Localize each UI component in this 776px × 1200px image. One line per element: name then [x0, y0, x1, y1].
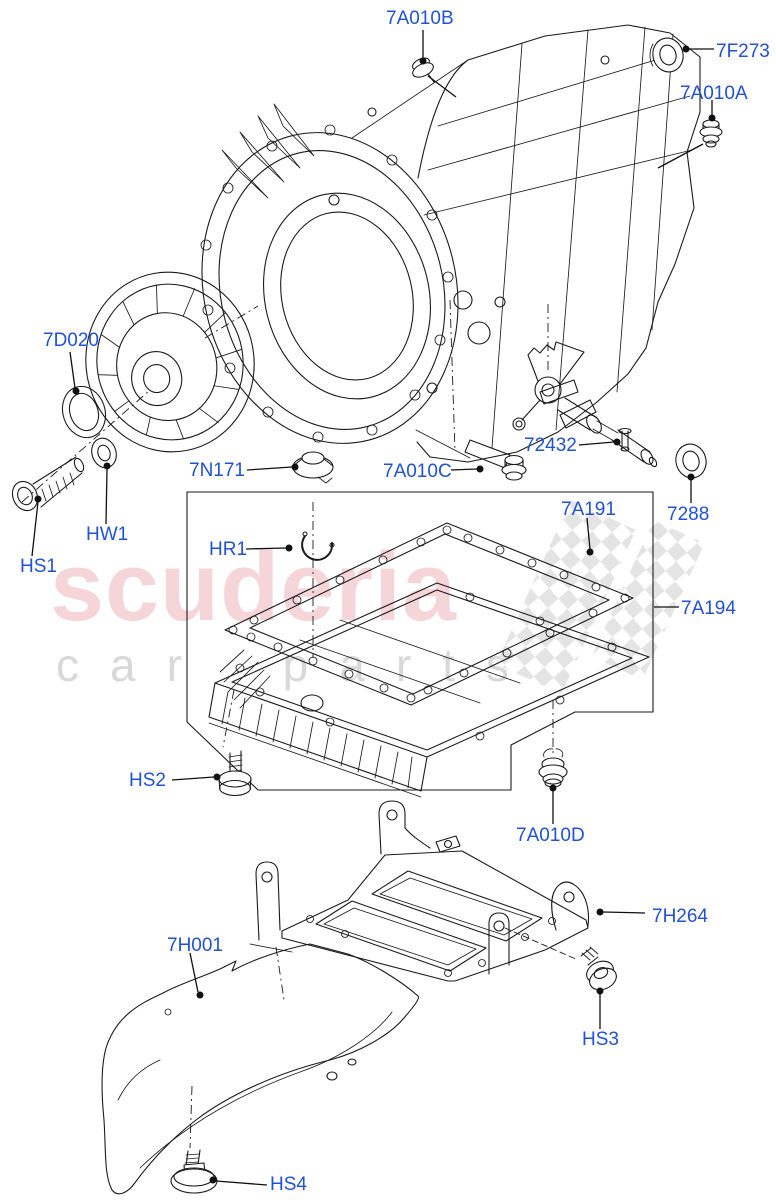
- part-label-72432[interactable]: 72432: [524, 435, 577, 456]
- seal-7d020: [61, 385, 107, 439]
- bolt-hs4: [170, 1149, 218, 1194]
- alignment-lines: [21, 299, 554, 1149]
- part-label-7a010c[interactable]: 7A010C: [383, 461, 452, 482]
- seal-7288: [675, 443, 707, 479]
- bolt-hs1: [11, 456, 85, 512]
- watermark-brand: scuderia: [50, 532, 457, 641]
- plug-7a010c: [501, 454, 527, 481]
- part-label-7a194[interactable]: 7A194: [681, 598, 736, 619]
- part-label-7288[interactable]: 7288: [667, 504, 710, 525]
- part-label-hs3[interactable]: HS3: [582, 1029, 619, 1050]
- checkered-flag-watermark: [495, 500, 705, 694]
- bell-housing-illustration: [200, 103, 459, 444]
- gasket-7a191: [224, 522, 634, 706]
- seal-7f273: [649, 37, 684, 73]
- part-label-7a191[interactable]: 7A191: [561, 499, 616, 520]
- bolt-hs3: [580, 946, 617, 991]
- part-label-7a010a[interactable]: 7A010A: [680, 83, 748, 104]
- part-label-7h001[interactable]: 7H001: [167, 935, 223, 956]
- part-label-7n171[interactable]: 7N171: [189, 460, 245, 481]
- selector-lever-shaft-illustration: [512, 341, 658, 468]
- heat-shield-7h001: [101, 943, 420, 1195]
- part-label-hw1[interactable]: HW1: [86, 524, 129, 545]
- pin-72432: [618, 427, 632, 452]
- part-label-hr1[interactable]: HR1: [209, 539, 248, 560]
- part-label-hs4[interactable]: HS4: [270, 1174, 307, 1195]
- part-label-hs2[interactable]: HS2: [129, 770, 166, 791]
- pan-kit-box: [186, 491, 654, 791]
- oil-pan-7a194: [208, 582, 650, 798]
- gearbox-case-illustration: [328, 24, 701, 469]
- part-label-hs1[interactable]: HS1: [20, 556, 57, 577]
- snap-ring-hr1: [301, 531, 335, 561]
- plug-7a010a: [699, 119, 723, 148]
- part-label-7h264[interactable]: 7H264: [652, 906, 708, 927]
- torque-converter-illustration: [85, 271, 255, 453]
- plug-7a010d: [538, 748, 568, 788]
- part-label-7a010d[interactable]: 7A010D: [516, 825, 585, 846]
- seal-7n171: [292, 451, 334, 484]
- watermark-subtitle: car parts: [56, 639, 540, 691]
- bracket-7h264: [249, 800, 590, 982]
- part-label-7f273[interactable]: 7F273: [716, 41, 770, 62]
- part-label-7d020[interactable]: 7D020: [43, 330, 99, 351]
- part-label-7a010b[interactable]: 7A010B: [386, 8, 454, 29]
- leader-lines: [31, 30, 716, 1186]
